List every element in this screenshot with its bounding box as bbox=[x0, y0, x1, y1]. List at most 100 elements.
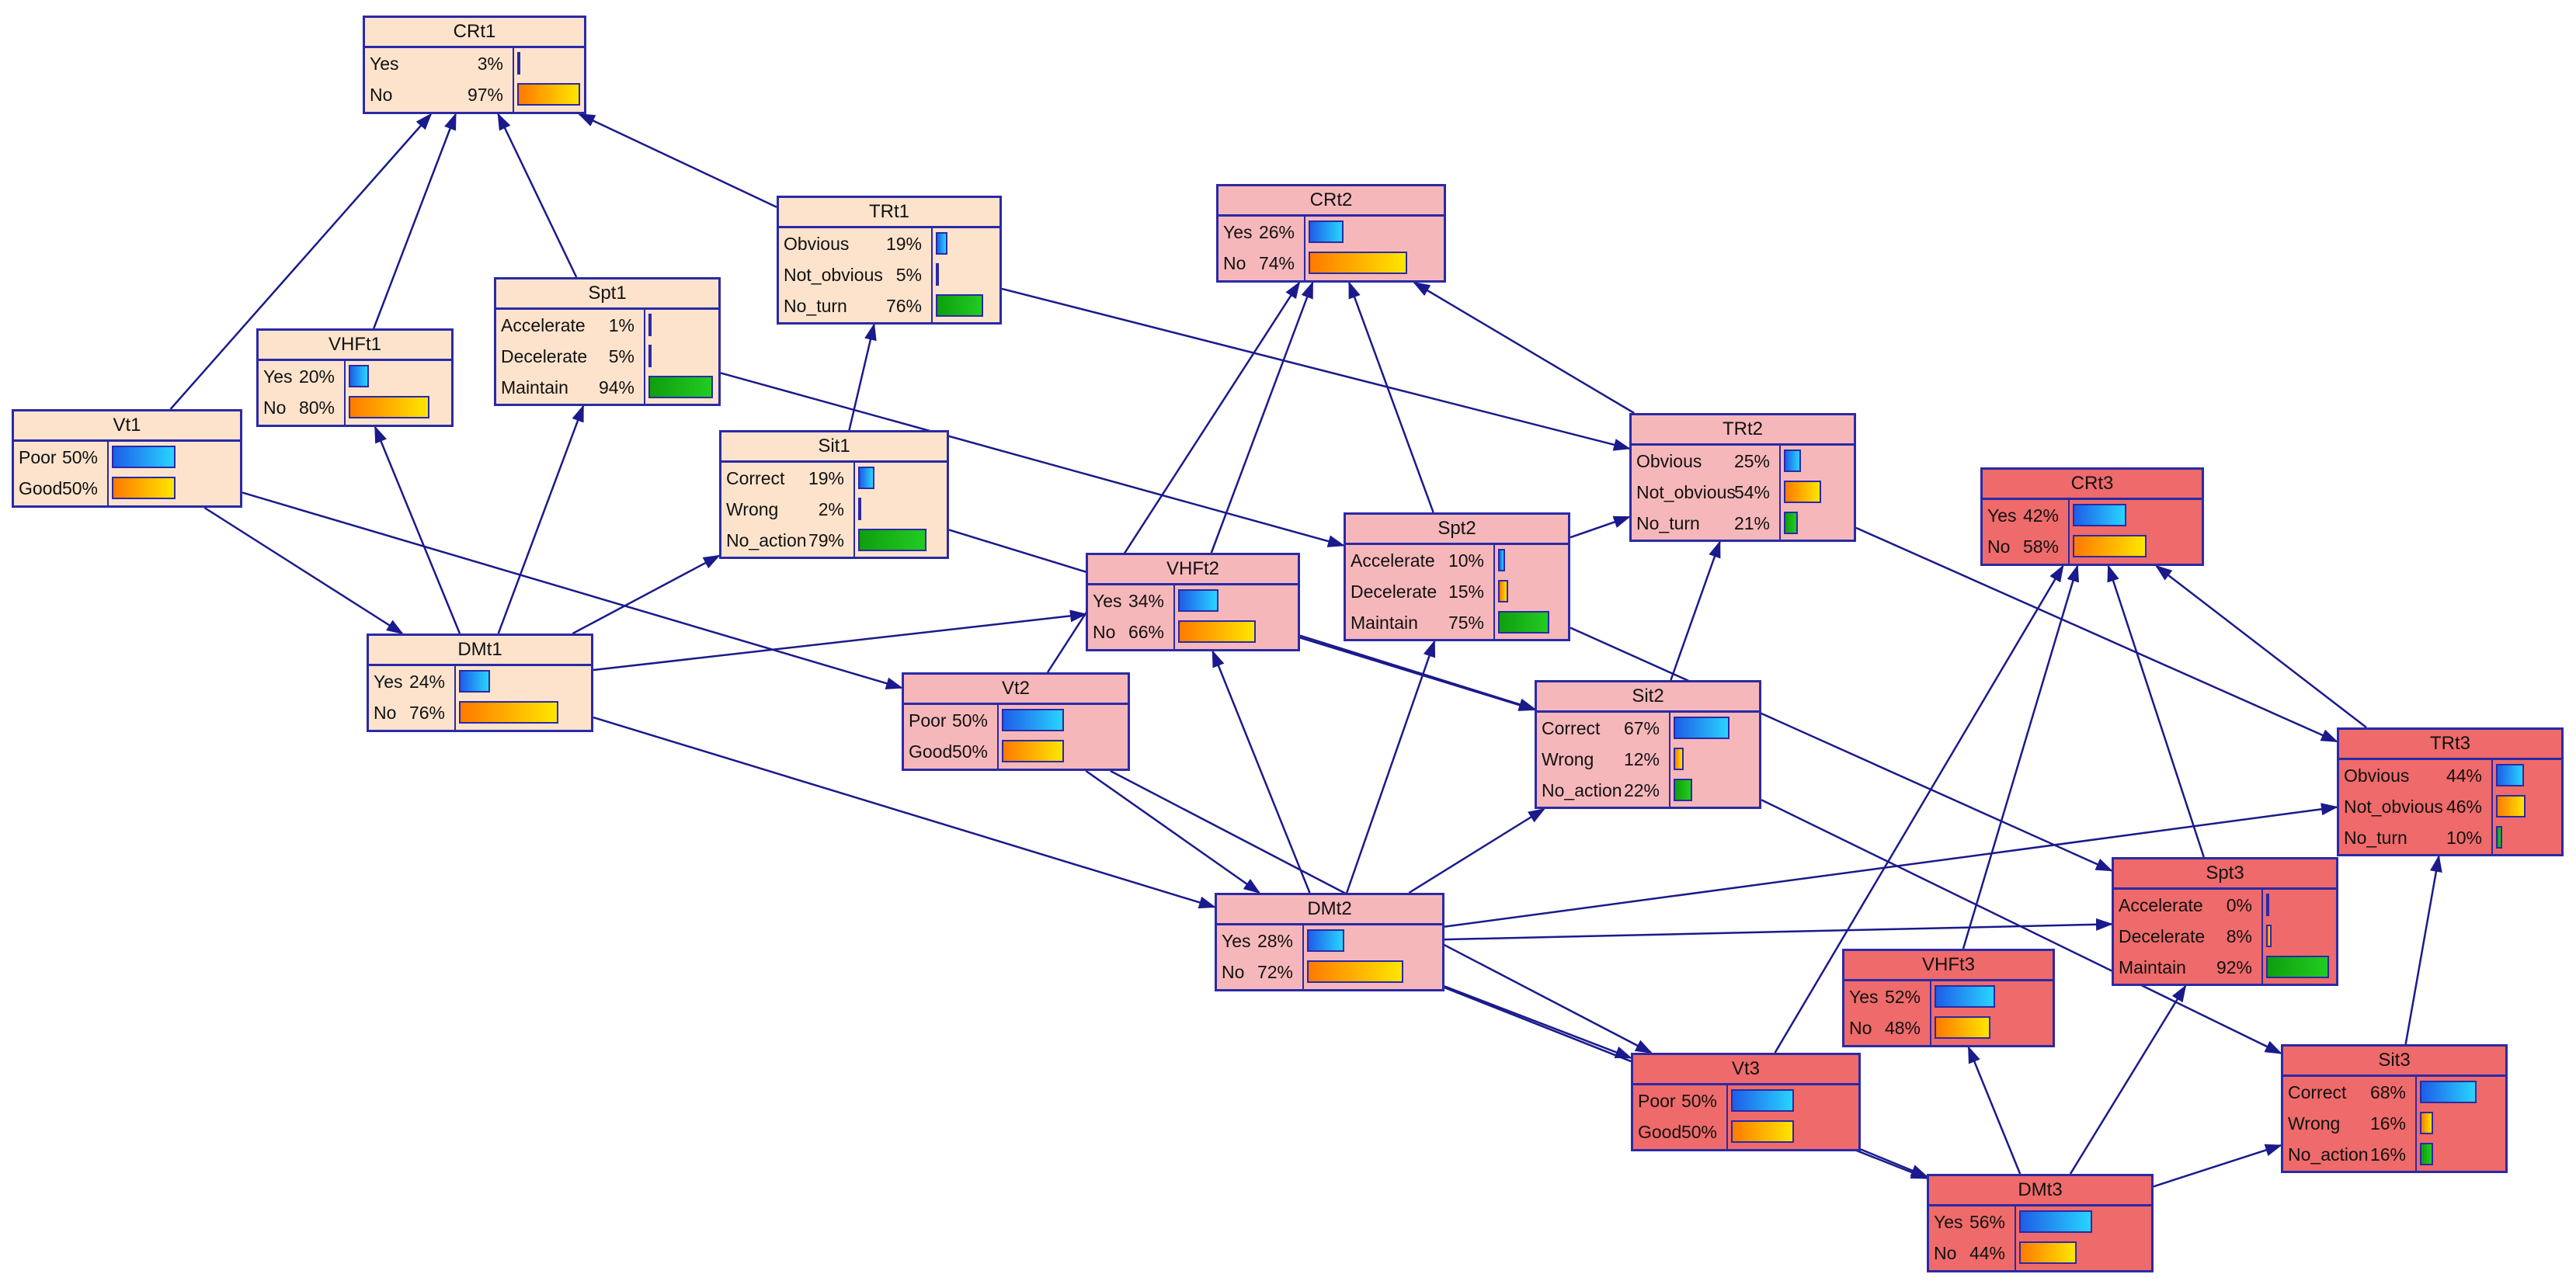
probability-bar bbox=[648, 345, 652, 367]
state-row: Decelerate 8% bbox=[2114, 921, 2336, 952]
edge-TRt2-to-TRt3 bbox=[1855, 526, 2338, 743]
probability-bar bbox=[1784, 481, 1821, 503]
edge-TRt1-to-CRt1 bbox=[578, 113, 777, 208]
state-percent: 0% bbox=[2226, 895, 2252, 915]
probability-bar bbox=[1731, 1089, 1794, 1112]
state-percent: 76% bbox=[408, 703, 445, 723]
state-percent: 50% bbox=[1681, 1091, 1717, 1111]
state-label: Good bbox=[909, 741, 953, 762]
edge-Sit2-to-TRt2 bbox=[1670, 540, 1721, 681]
edge-TRt2-to-CRt2 bbox=[1413, 281, 1635, 415]
probability-bar bbox=[112, 446, 176, 468]
state-percent: 19% bbox=[808, 468, 844, 488]
node-divider bbox=[1302, 923, 1304, 989]
edge-Sit3-to-TRt3 bbox=[2404, 855, 2442, 1045]
probability-bar bbox=[936, 263, 939, 286]
node-title: CRt2 bbox=[1218, 186, 1444, 217]
state-percent: 3% bbox=[477, 54, 503, 74]
edge-DMt2-to-VHFt2 bbox=[1212, 650, 1311, 894]
node-title: DMt2 bbox=[1217, 895, 1442, 925]
edge-DMt3-to-Spt3 bbox=[2069, 984, 2187, 1175]
node-divider bbox=[1173, 583, 1175, 649]
state-label: Decelerate bbox=[501, 346, 588, 366]
state-percent: 74% bbox=[1258, 253, 1295, 273]
state-label: Yes bbox=[1223, 222, 1253, 242]
node-divider bbox=[2068, 498, 2070, 564]
node-title: DMt1 bbox=[369, 636, 591, 666]
state-percent: 34% bbox=[1128, 591, 1164, 611]
edge-Vt1-to-DMt1 bbox=[203, 506, 404, 635]
state-percent: 16% bbox=[2369, 1144, 2406, 1165]
node-title: DMt3 bbox=[1929, 1176, 2151, 1206]
state-label: No_turn bbox=[784, 296, 847, 316]
probability-bar bbox=[1498, 611, 1549, 634]
probability-bar bbox=[1002, 740, 1064, 762]
state-percent: 8% bbox=[2226, 926, 2252, 946]
probability-bar bbox=[2019, 1241, 2077, 1264]
probability-bar bbox=[1178, 620, 1256, 643]
edge-Vt1-to-Vt2 bbox=[242, 491, 903, 689]
probability-bar bbox=[459, 701, 558, 724]
edge-Spt1-to-CRt1 bbox=[497, 113, 578, 278]
state-label: Decelerate bbox=[2119, 926, 2206, 946]
node-divider bbox=[644, 307, 645, 404]
edge-DMt1-to-Spt1 bbox=[497, 404, 585, 634]
state-percent: 52% bbox=[1884, 987, 1921, 1007]
state-percent: 19% bbox=[885, 234, 922, 254]
node-divider bbox=[1726, 1083, 1728, 1149]
state-label: Obvious bbox=[1636, 451, 1702, 471]
state-label: No bbox=[1987, 536, 2011, 557]
node-divider bbox=[2491, 758, 2493, 854]
state-label: Obvious bbox=[2344, 765, 2410, 786]
edge-DMt2-to-Spt3 bbox=[1444, 918, 2113, 941]
state-label: No bbox=[370, 85, 393, 105]
state-percent: 28% bbox=[1257, 931, 1293, 951]
node-divider bbox=[1493, 543, 1495, 639]
probability-bar bbox=[1784, 450, 1801, 472]
state-label: No_action bbox=[726, 530, 807, 550]
node-divider bbox=[997, 703, 999, 769]
state-percent: 44% bbox=[1969, 1243, 2005, 1263]
edge-Spt1-to-Spt2 bbox=[720, 372, 1345, 547]
node-title: VHFt1 bbox=[259, 331, 451, 361]
state-percent: 44% bbox=[2446, 765, 2482, 786]
probability-bar bbox=[112, 477, 176, 499]
state-label: No bbox=[1934, 1243, 1957, 1263]
probability-bar bbox=[2496, 764, 2524, 786]
state-percent: 22% bbox=[1623, 780, 1660, 800]
state-label: Not_obvious bbox=[784, 265, 883, 285]
state-percent: 26% bbox=[1258, 222, 1295, 242]
